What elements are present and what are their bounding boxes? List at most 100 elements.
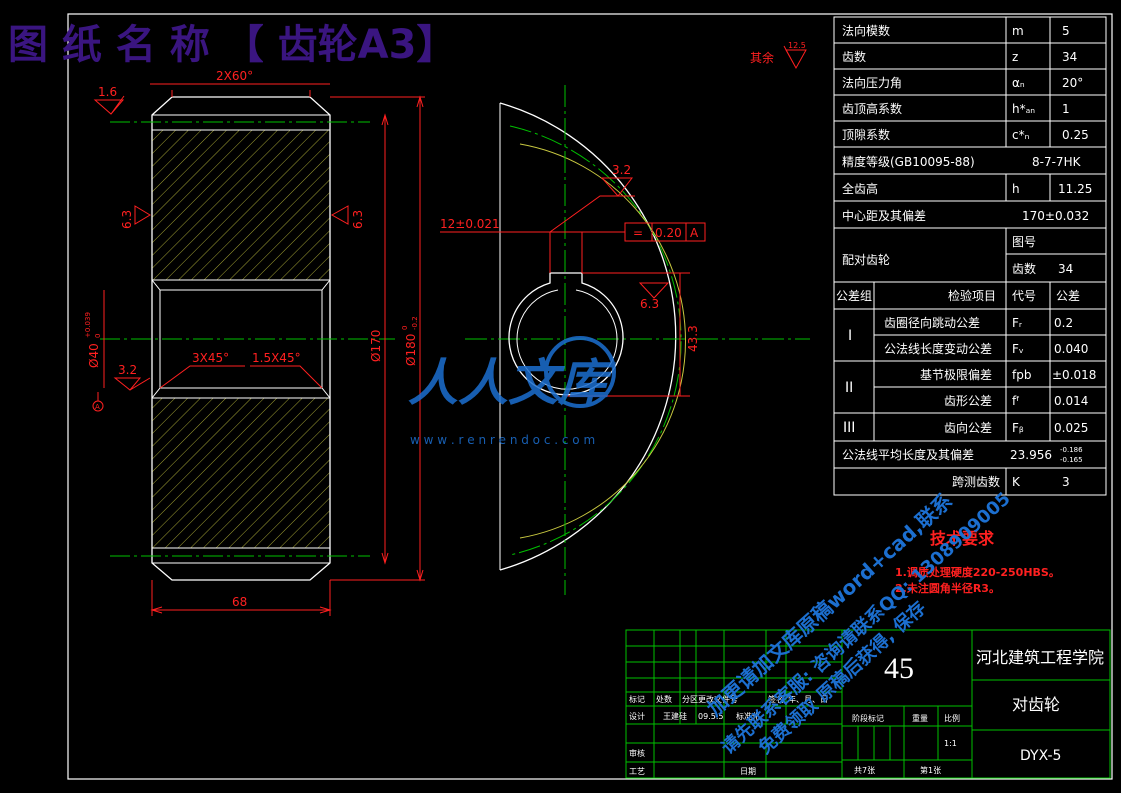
sheets-label: 共7张 xyxy=(854,766,875,775)
group-1-item-1-val: 0.014 xyxy=(1054,394,1088,408)
param-row-4-val: 0.25 xyxy=(1062,128,1089,142)
param-table xyxy=(833,16,1107,496)
tech-title: 技术要求 xyxy=(930,529,995,548)
material-label: 45 xyxy=(884,652,914,685)
tolerance-symbol: = xyxy=(633,226,643,240)
roughness-left-label: 6.3 xyxy=(120,210,134,229)
wk-label: 公法线平均长度及其偏差 xyxy=(842,447,974,462)
roughness-bore-icon xyxy=(113,377,151,391)
group-1-item-0-label: 基节极限偏差 xyxy=(920,367,992,382)
roughness-top-icon xyxy=(93,95,125,115)
dia-170-label: Ø170 xyxy=(369,330,383,362)
group-1-item-1-code: fᶠ xyxy=(1012,394,1020,408)
scale-val-label: 1:1 xyxy=(944,739,957,748)
sheet-no-label: 第1张 xyxy=(920,765,941,775)
watermark-logo-text: 人人文库 xyxy=(408,354,616,412)
datum-label: A xyxy=(95,403,100,411)
param-row-3-label: 齿顶高系数 xyxy=(842,101,902,116)
design-date-label: 09.5.5 xyxy=(698,712,723,721)
roughness-key-label: 3.2 xyxy=(612,163,631,177)
roughness-keyside-label: 6.3 xyxy=(640,297,659,311)
title-block-text: 45 河北建筑工程学院 对齿轮 DYX-5 标记 处数 分区 更改文件号 签名 … xyxy=(629,648,1104,776)
h-sign: 签名 xyxy=(768,694,784,704)
group-0-item-0-code: Fᵣ xyxy=(1012,316,1023,330)
school-label: 河北建筑工程学院 xyxy=(976,648,1104,667)
group-0-item-1-val: 0.040 xyxy=(1054,342,1088,356)
param-row-4-sym: c*ₙ xyxy=(1012,128,1030,142)
side-view: 2X60° 1.6 6.3 6.3 3.2 3X45° 1.5X45° Ø40 … xyxy=(84,69,425,616)
code-header: 代号 xyxy=(1012,289,1036,303)
h-count: 处数 xyxy=(656,694,672,704)
date-label: 日期 xyxy=(740,767,756,776)
precision-val: 8-7-7HK xyxy=(1032,155,1082,169)
group-0-item-0-val: 0.2 xyxy=(1054,316,1073,330)
std-label: 标准化 xyxy=(736,711,760,721)
roughness-key-icon xyxy=(600,177,634,197)
group-1-roman: II xyxy=(845,380,853,396)
roughness-left-icon xyxy=(134,205,151,225)
full-height-val: 11.25 xyxy=(1058,182,1092,196)
tol-header: 公差 xyxy=(1056,289,1080,303)
param-row-1-label: 齿数 xyxy=(842,49,866,64)
param-table-text: 法向模数 m 5 齿数 z 34 法向压力角 αₙ 20° 齿顶高系数 h*ₐₙ… xyxy=(836,23,1096,489)
wk-upper: -0.186 xyxy=(1060,446,1083,454)
title-block xyxy=(625,629,1111,779)
group-0-item-1-code: Fᵥ xyxy=(1012,342,1024,356)
width-label: 68 xyxy=(232,595,247,609)
bore-tol-lower: 0 xyxy=(94,334,102,338)
mate-label: 配对齿轮 xyxy=(842,253,890,267)
param-row-1-val: 34 xyxy=(1062,50,1077,64)
review-label: 审核 xyxy=(629,748,645,758)
group-0-item-0-label: 齿圈径向跳动公差 xyxy=(884,315,980,330)
h-date: 年、月、日 xyxy=(788,694,828,704)
h-zone: 分区 xyxy=(682,695,698,704)
full-height-sym: h xyxy=(1012,182,1020,196)
roughness-right-icon xyxy=(330,205,349,225)
group-0-roman: I xyxy=(848,328,852,344)
param-row-0-sym: m xyxy=(1012,24,1024,38)
front-view: 12±0.021 3.2 = 0.20 A 6.3 43.3 xyxy=(440,85,810,595)
item-header: 检验项目 xyxy=(948,288,996,303)
keyway-width-label: 12±0.021 xyxy=(440,217,500,231)
k-label: 跨测齿数 xyxy=(952,474,1000,489)
group-2-item-0-label: 齿向公差 xyxy=(944,420,992,435)
mate-teeth-val: 34 xyxy=(1058,262,1073,276)
group-2-item-0-val: 0.025 xyxy=(1054,421,1088,435)
param-row-4-label: 顶隙系数 xyxy=(842,127,890,142)
param-row-1-sym: z xyxy=(1012,50,1018,64)
tolerance-value: 0.20 xyxy=(655,226,682,240)
mate-drawing: 图号 xyxy=(1012,235,1036,249)
bore-dia-label: Ø40 xyxy=(87,343,101,368)
h-mark: 标记 xyxy=(629,694,645,704)
surface-note-label: 其余 xyxy=(750,50,774,65)
param-row-0-val: 5 xyxy=(1062,24,1070,38)
drawing-border xyxy=(67,13,1113,780)
chamfer-bore-right-label: 1.5X45° xyxy=(252,351,301,365)
mate-teeth: 齿数 xyxy=(1012,261,1036,276)
watermark-url: w w w . r e n r e n d o c . c o m xyxy=(410,433,595,447)
param-row-2-val: 20° xyxy=(1062,76,1083,90)
key-depth-label: 43.3 xyxy=(686,325,700,352)
group-0-item-1-label: 公法线长度变动公差 xyxy=(884,341,992,356)
k-sym: K xyxy=(1012,475,1021,489)
group-1-item-1-label: 齿形公差 xyxy=(944,394,992,408)
param-row-2-sym: αₙ xyxy=(1012,76,1025,90)
center-label: 中心距及其偏差 xyxy=(842,208,926,223)
weight-label: 重量 xyxy=(912,713,928,723)
designer-label: 王建硅 xyxy=(663,711,687,721)
roughness-keyside-icon xyxy=(638,282,670,299)
watermark-logo: 人人文库 w w w . r e n r e n d o c . c o m xyxy=(408,336,616,447)
bore-tol-upper: +0.039 xyxy=(84,312,92,338)
precision-label: 精度等级(GB10095-88) xyxy=(842,154,975,169)
code-label: DYX-5 xyxy=(1020,748,1061,764)
tech-line-0: 1.调质处理硬度220-250HBS。 xyxy=(895,565,1060,579)
h-doc: 更改文件号 xyxy=(698,694,738,704)
group-1-item-0-val: ±0.018 xyxy=(1052,368,1096,382)
drawing-title: 图 纸 名 称 【 齿轮A3】 xyxy=(8,22,456,68)
param-row-0-label: 法向模数 xyxy=(842,23,890,38)
surface-note-roughness: 12.5 xyxy=(788,41,806,50)
tolerance-datum: A xyxy=(690,226,699,240)
chamfer-bore-left-label: 3X45° xyxy=(192,351,229,365)
wk-val: 23.956 xyxy=(1010,448,1052,462)
roughness-top-label: 1.6 xyxy=(98,85,117,99)
